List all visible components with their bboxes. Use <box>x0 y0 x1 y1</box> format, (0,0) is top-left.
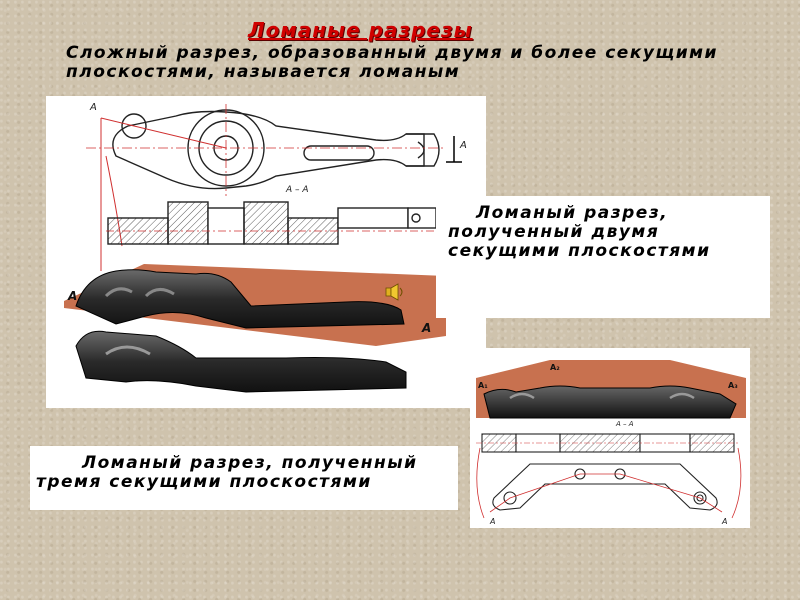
sound-icon[interactable] <box>385 283 403 301</box>
plane-label-left: А <box>67 289 77 303</box>
top-view-3 <box>476 447 742 519</box>
caption-three-planes: Ломаный разрез, полученный тремя секущим… <box>30 446 458 510</box>
isometric-cut-part <box>75 269 405 329</box>
isometric-whole-part <box>75 330 407 393</box>
section-view <box>106 201 441 245</box>
definition-text: Сложный разрез, образованный двумя и бол… <box>66 43 718 82</box>
section-mark-right-3: А <box>721 517 727 526</box>
section-mark-left-3: А <box>489 517 495 526</box>
plane-label-a1: А₁ <box>478 381 488 390</box>
section-title: А – А <box>285 185 309 195</box>
two-plane-section-drawing: А А А – А А А <box>46 96 486 408</box>
section-mark-top: А <box>89 102 97 113</box>
three-plane-section-drawing: А₁ А₂ А₃ А – А А А <box>470 348 750 528</box>
caption-two-planes-text: Ломаный разрез, полученный двумя секущим… <box>448 203 711 261</box>
plane-label-a2: А₂ <box>550 363 560 372</box>
plane-label-right: А <box>421 321 431 335</box>
page-title: Ломаные разрезы <box>248 18 473 42</box>
top-view <box>86 104 462 271</box>
section-mark-right: А <box>459 140 467 151</box>
plane-label-a3: А₃ <box>728 381 738 390</box>
section-title-3: А – А <box>615 420 634 428</box>
isometric-cut-part-3 <box>483 385 737 419</box>
caption-two-planes: Ломаный разрез, полученный двумя секущим… <box>436 196 770 318</box>
section-view-3 <box>476 433 740 453</box>
caption-three-planes-text: Ломаный разрез, полученный тремя секущим… <box>36 453 418 492</box>
